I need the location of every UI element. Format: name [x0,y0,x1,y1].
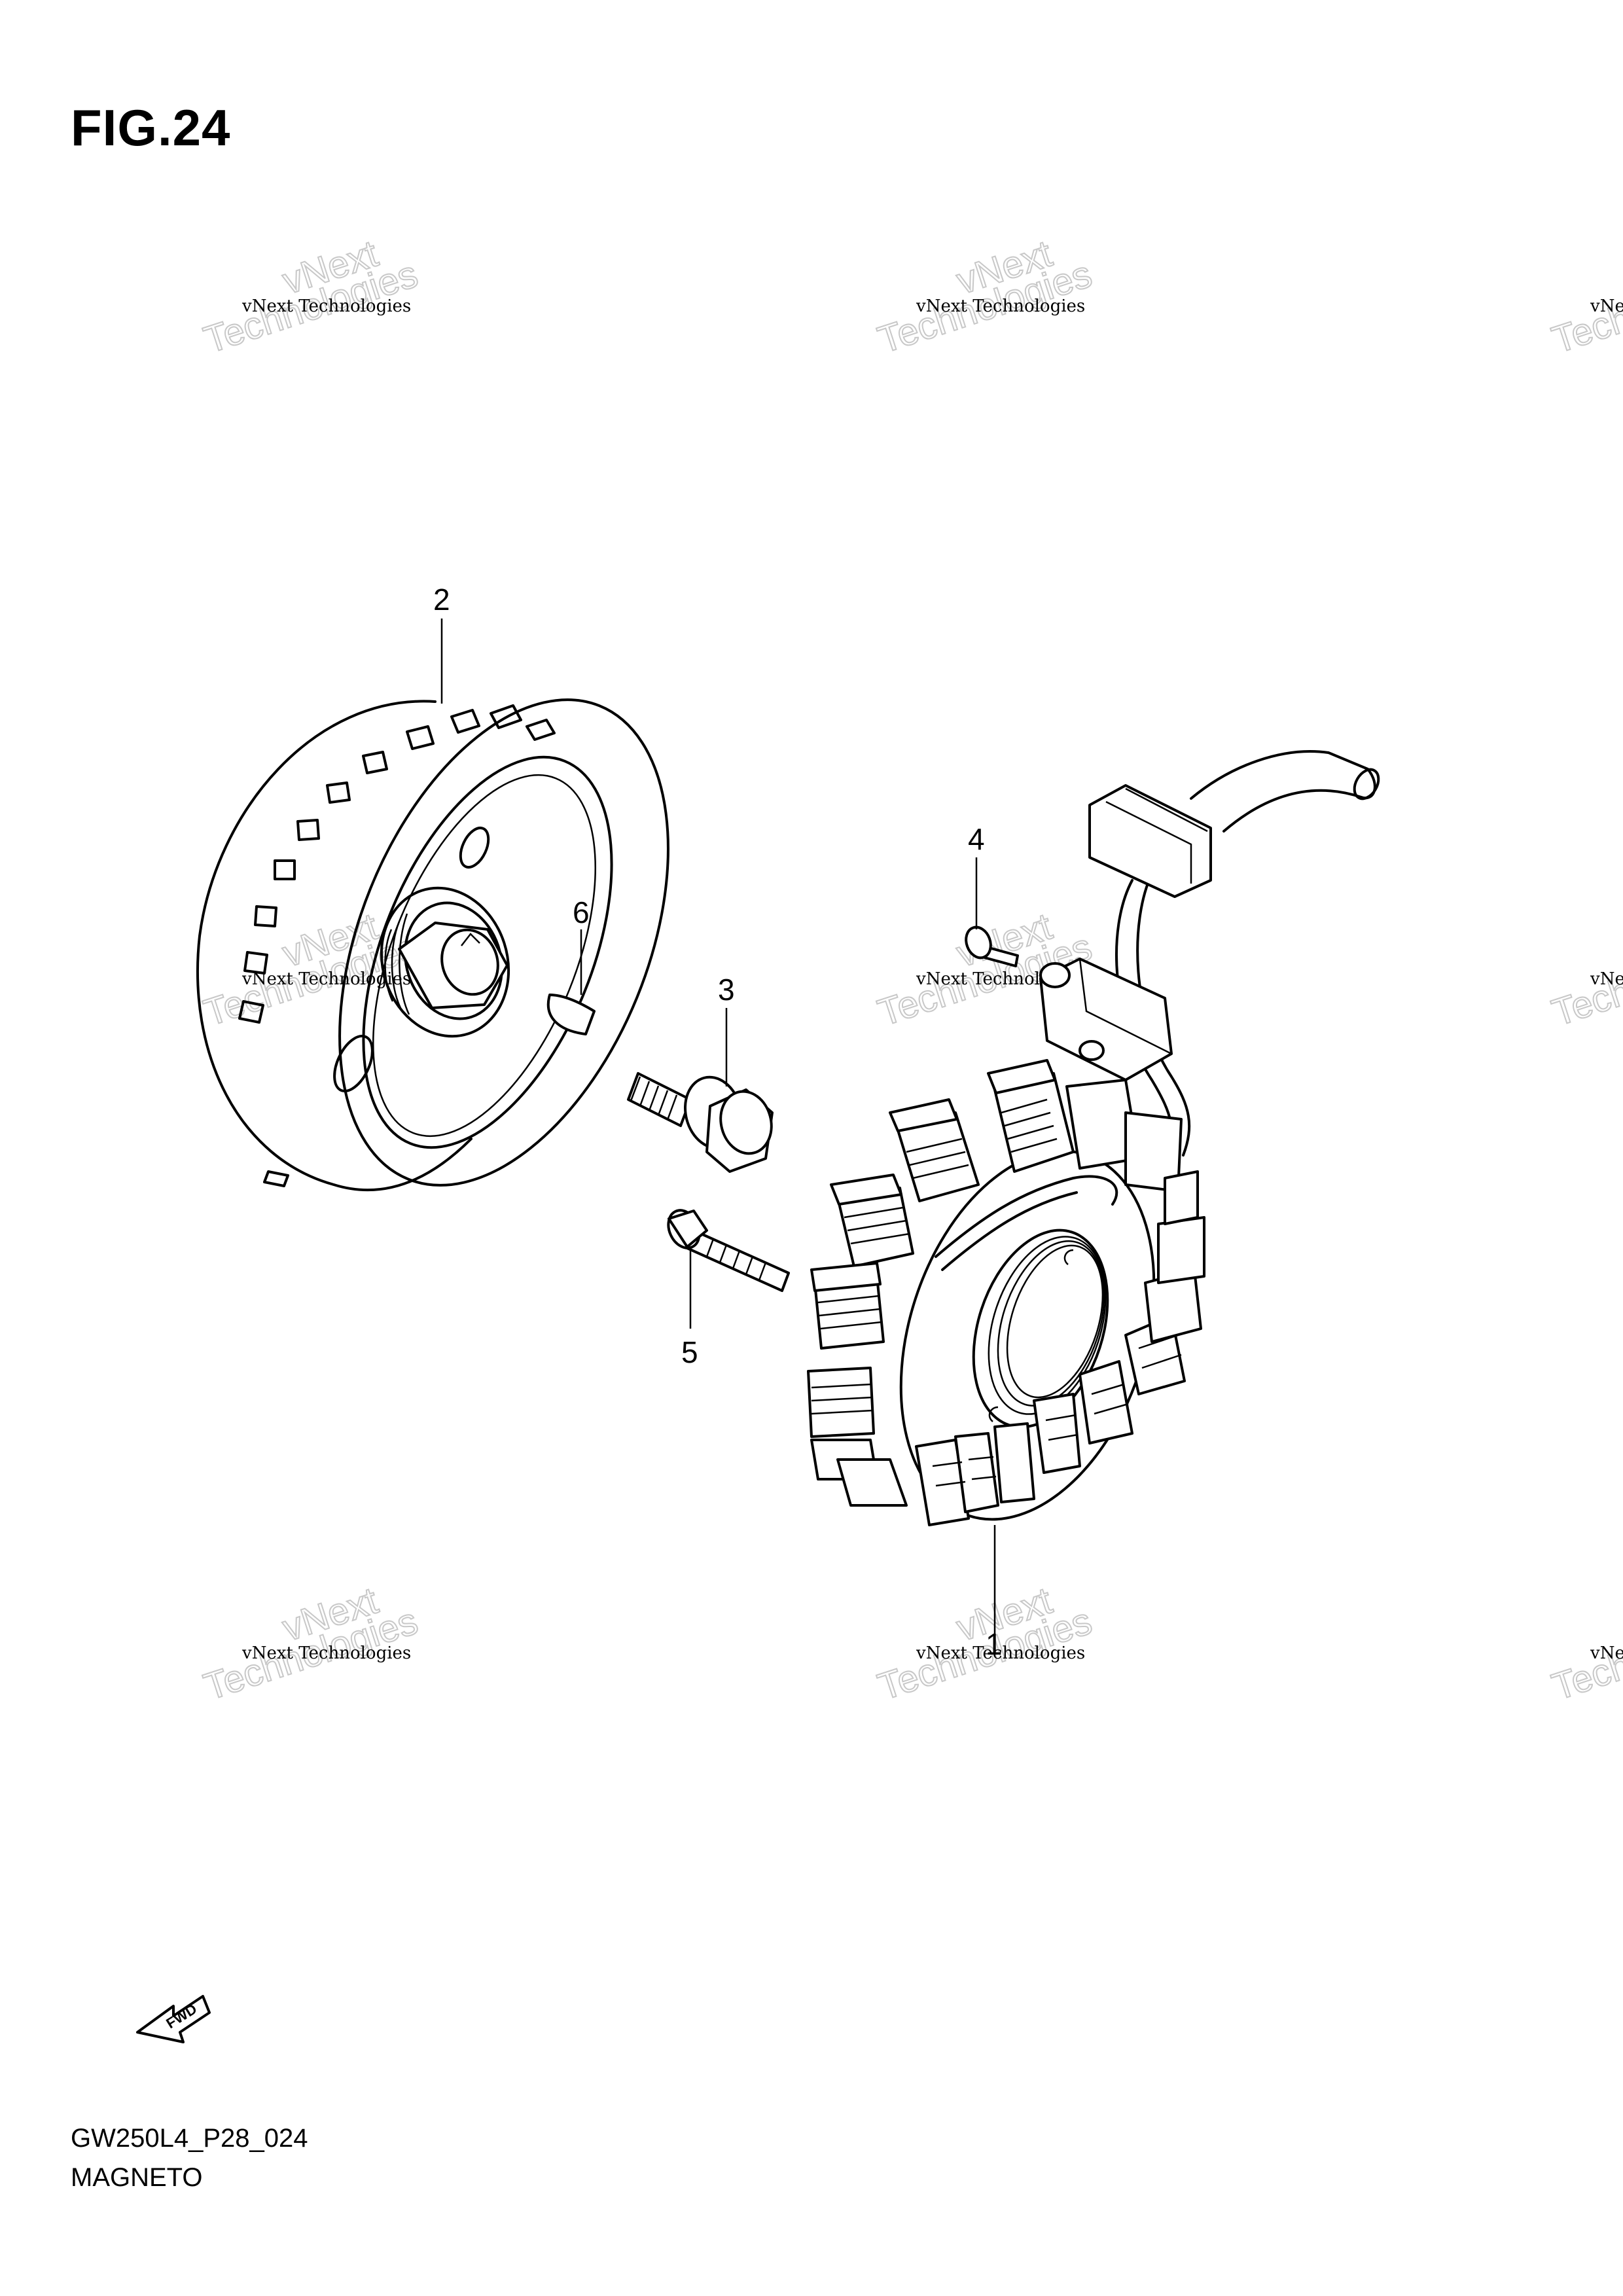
watermark-text: vNext Technologies [1590,1643,1623,1663]
rotor-part-2 [196,619,669,1192]
figure-title: FIG.24 [71,99,231,156]
watermark: vNext Technologies vNext Technologies [1546,252,1623,362]
fwd-direction-badge: FWD [136,1995,211,2043]
bolt-3-head-face [719,1090,773,1155]
rotor-keyway [461,933,480,946]
watermark-text: vNext Technologies [916,296,1085,316]
watermark-text: vNext Technologies [241,296,411,316]
stator-wire-grommet [1088,784,1212,898]
watermark: vNext Technologies vNext Technologies [1546,925,1623,1035]
screw-part-4 [965,857,1019,967]
rotor-outer-shell [196,700,473,1192]
rotor-magnet-slots [238,704,556,1024]
watermark-text: vNext Technologies [1590,296,1623,316]
watermark-text: vNext Technologies [1590,969,1623,989]
section-name: MAGNETO [71,2163,203,2192]
screw-part-5 [667,1209,790,1329]
bolt-3-threads [630,1076,678,1121]
rotor-hub-ring [404,901,503,1020]
rotor-hole-upper [459,827,490,869]
rotor-hole-lower [333,1034,374,1093]
callout-5: 5 [681,1335,698,1369]
bolt-part-3 [627,1008,774,1173]
rotor-hub-hatch [384,913,410,1015]
callout-2: 2 [433,583,450,617]
callout-6: 6 [573,895,590,929]
screw-5-shank [686,1229,790,1292]
watermark-text: vNext Technologies [916,1643,1085,1663]
rotor-outer-rim [338,698,669,1187]
pickup-coil-boss [1039,962,1071,988]
bolt-3-shank [627,1072,692,1127]
rotor-bottom-tab [263,1170,289,1187]
stator-part-1 [807,750,1380,1636]
watermark: vNext Technologies vNext Technologies [872,232,1097,363]
stator-mount-mark-upper [1063,1249,1074,1265]
watermark: vNext Technologies vNext Technologies [1546,1599,1623,1709]
pickup-coil-hole [1079,1040,1105,1061]
stator-bore-lines [988,1236,1107,1415]
rotor-hub-bore [440,928,499,996]
key-part-6 [546,929,596,1035]
watermark: vNext Technologies vNext Technologies [872,1579,1097,1710]
watermark: vNext Technologies vNext Technologies [198,1579,423,1710]
rotor-inner-rim [362,755,613,1149]
stator-wire-clip [935,1175,1118,1258]
watermark-text: vNext Technologies [241,1643,411,1663]
callout-4: 4 [968,822,985,856]
screw-5-head-side [668,1210,708,1248]
screw-5-threads [705,1238,767,1281]
diagram-code: GW250L4_P28_024 [71,2124,308,2153]
callout-1: 1 [986,1627,1003,1661]
callout-3: 3 [718,973,735,1007]
rotor-inner-lip [372,774,596,1138]
screw-4-head [965,925,992,960]
stator-winding-hatch [811,1098,1182,1487]
watermark: vNext Technologies vNext Technologies [198,905,423,1035]
stator-mount-mark-lower [988,1406,999,1422]
watermark: vNext Technologies vNext Technologies [198,232,423,363]
